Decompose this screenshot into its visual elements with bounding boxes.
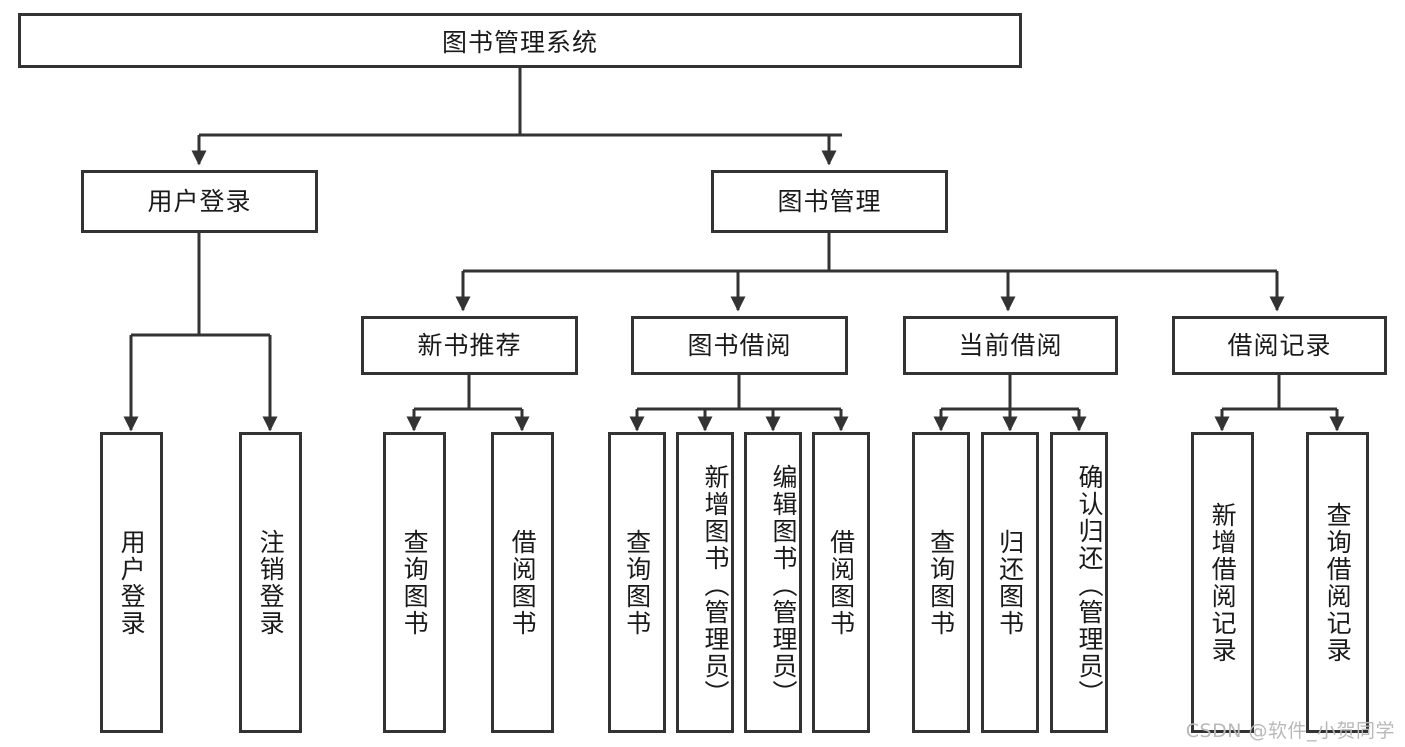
leaf-add-book-admin-label: 新增图书（管理员） [701,464,730,707]
node-book-borrow[interactable]: 图书借阅 [631,316,848,375]
watermark: CSDN @软件_小贺同学 [1185,720,1395,742]
leaf-query-borrow-record-label: 查询借阅记录 [1323,501,1353,664]
leaf-borrow-book-label: 借阅图书 [826,528,856,637]
leaf-logout-label: 注销登录 [256,528,286,637]
leaf-user-login[interactable]: 用户登录 [100,432,163,733]
node-book-management[interactable]: 图书管理 [711,170,948,233]
node-user-login-label: 用户登录 [147,186,252,216]
node-borrow-record[interactable]: 借阅记录 [1172,316,1387,375]
node-user-login[interactable]: 用户登录 [81,170,318,233]
node-borrow-record-label: 借阅记录 [1227,330,1332,360]
leaf-edit-book-admin-label: 编辑图书（管理员） [769,464,798,707]
leaf-borrow-book-recommend-label: 借阅图书 [508,528,538,637]
leaf-query-book-current-label: 查询图书 [926,528,956,637]
leaf-query-book-recommend-label: 查询图书 [400,528,430,637]
leaf-user-login-label: 用户登录 [117,528,147,637]
leaf-query-book-current[interactable]: 查询图书 [912,432,970,733]
leaf-return-book-label: 归还图书 [995,528,1025,637]
leaf-add-book-admin[interactable]: 新增图书（管理员） [676,432,734,733]
leaf-borrow-book-recommend[interactable]: 借阅图书 [491,432,554,733]
node-new-book-recommend-label: 新书推荐 [417,330,522,360]
leaf-logout[interactable]: 注销登录 [239,432,302,733]
leaf-confirm-return-admin-label: 确认归还（管理员） [1075,464,1104,707]
leaf-query-book-borrow-label: 查询图书 [622,528,652,637]
leaf-edit-book-admin[interactable]: 编辑图书（管理员） [744,432,802,733]
leaf-query-book-borrow[interactable]: 查询图书 [608,432,666,733]
leaf-query-book-recommend[interactable]: 查询图书 [383,432,446,733]
node-new-book-recommend[interactable]: 新书推荐 [361,316,578,375]
leaf-return-book[interactable]: 归还图书 [981,432,1039,733]
leaf-add-borrow-record[interactable]: 新增借阅记录 [1191,432,1254,733]
node-current-borrow[interactable]: 当前借阅 [903,316,1118,375]
leaf-borrow-book[interactable]: 借阅图书 [812,432,870,733]
node-current-borrow-label: 当前借阅 [958,330,1063,360]
leaf-confirm-return-admin[interactable]: 确认归还（管理员） [1050,432,1108,733]
leaf-query-borrow-record[interactable]: 查询借阅记录 [1306,432,1369,733]
node-root-label: 图书管理系统 [441,27,598,57]
leaf-add-borrow-record-label: 新增借阅记录 [1208,501,1238,664]
node-book-borrow-label: 图书借阅 [687,330,792,360]
node-root-system[interactable]: 图书管理系统 [18,13,1022,68]
node-book-management-label: 图书管理 [777,186,882,216]
